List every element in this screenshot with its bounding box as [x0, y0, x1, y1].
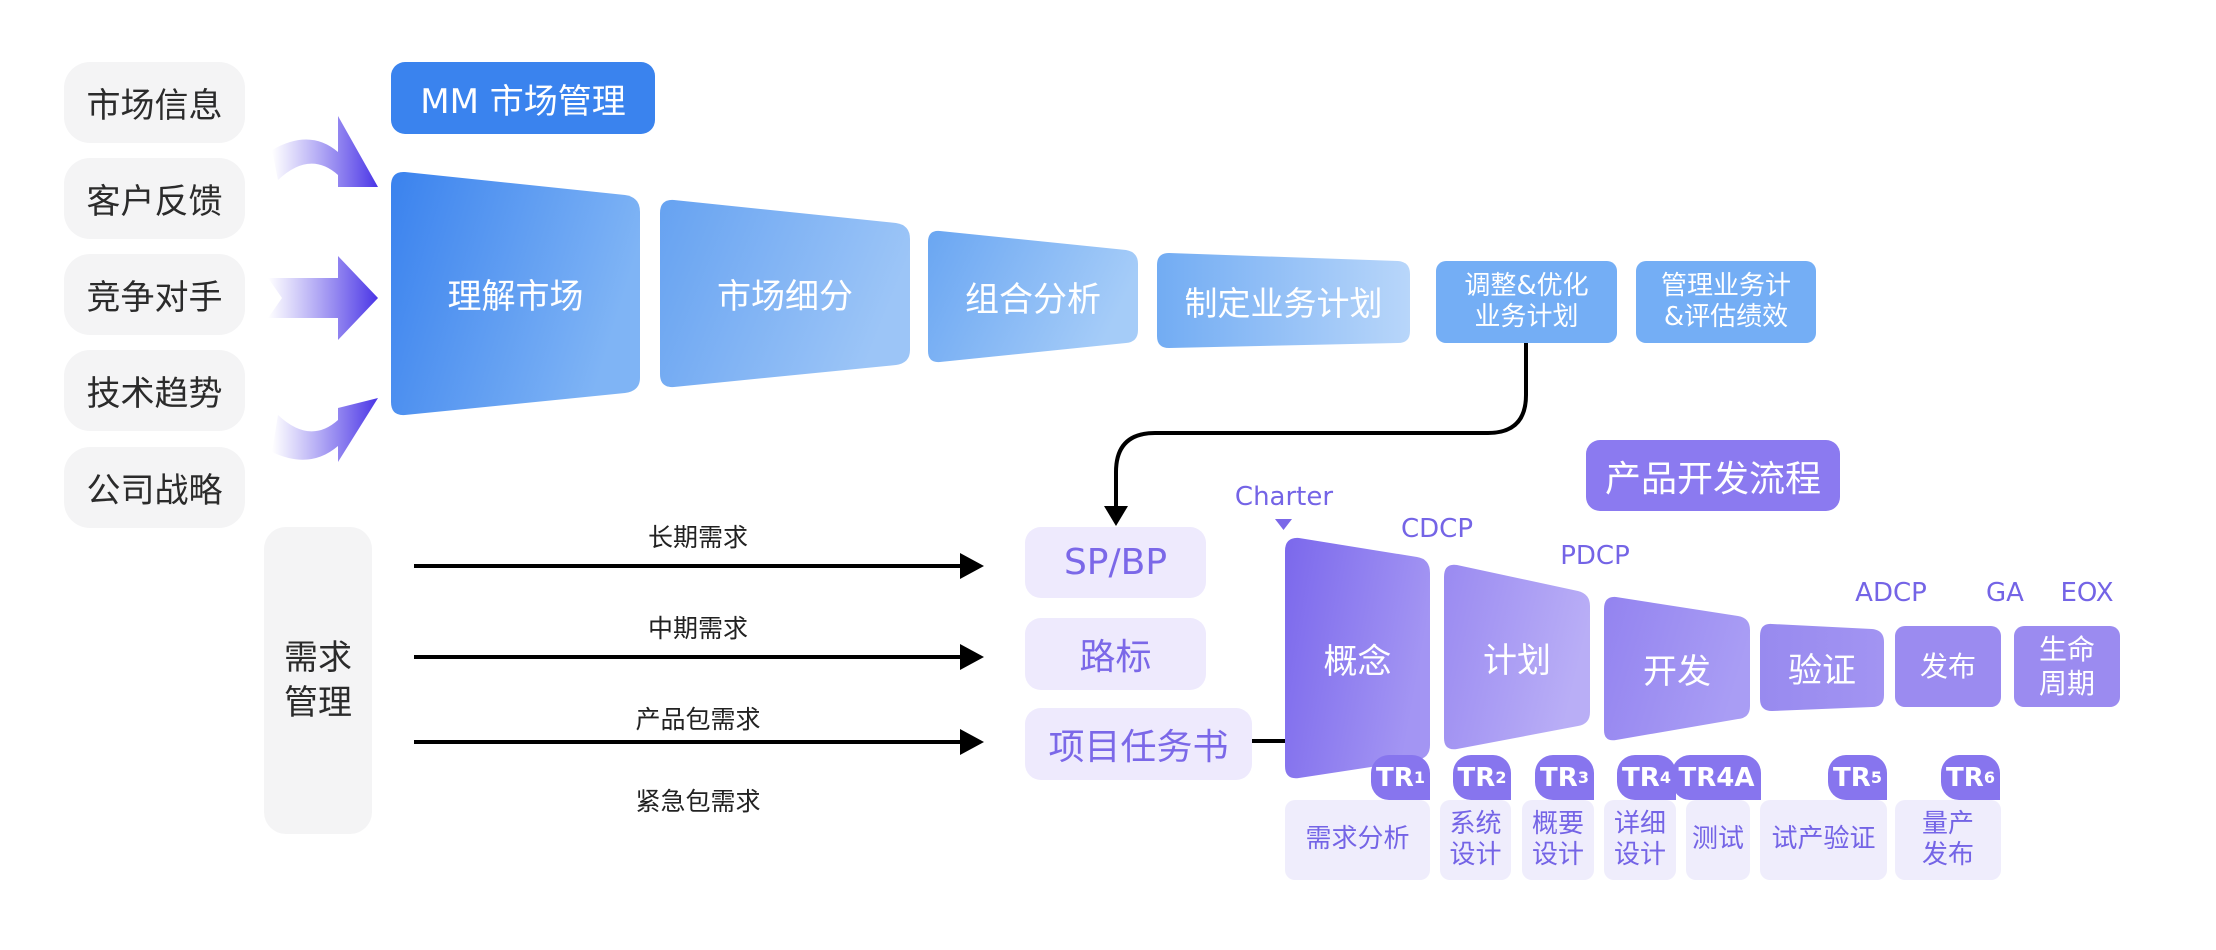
output-project-charter: 项目任务书 — [1025, 708, 1252, 780]
activity-mass-production-release: 量产 发布 — [1895, 800, 2001, 880]
tech-review-badge-4a: TR4A — [1672, 755, 1761, 800]
activity-outline-design: 概要 设计 — [1522, 800, 1594, 880]
charter-marker-icon — [1275, 519, 1292, 530]
activity-detailed-design: 详细 设计 — [1604, 800, 1676, 880]
mm-manage-evaluate: 管理业务计 &评估绩效 — [1636, 261, 1816, 343]
mm-stage-shape-2 — [660, 199, 910, 388]
input-tech-trends: 技术趋势 — [64, 350, 245, 431]
pd-stage-shape-2 — [1444, 564, 1590, 750]
mm-stage-shape-1 — [391, 171, 640, 416]
activity-system-design: 系统 设计 — [1440, 800, 1511, 880]
mm-adjust-optimize-plan: 调整&优化 业务计划 — [1436, 261, 1617, 343]
demand-management-box: 需求 管理 — [264, 527, 372, 834]
connector-line — [1114, 343, 1528, 508]
input-customer-feedback: 客户反馈 — [64, 158, 245, 239]
gate-adcp: ADCP — [1855, 578, 1927, 608]
mm-stage-shape-3 — [928, 230, 1138, 363]
pd-stage-shape-1 — [1285, 537, 1430, 779]
demand-arrow-package — [414, 729, 984, 755]
pd-stage-shape-3 — [1604, 596, 1750, 741]
output-sp-bp: SP/BP — [1025, 527, 1206, 598]
input-arrow-top — [272, 116, 378, 187]
demand-arrow-mid — [414, 644, 984, 670]
demand-mid-term-label: 中期需求 — [647, 614, 748, 643]
gate-charter: Charter — [1234, 482, 1334, 512]
pd-stage-shape-4 — [1760, 623, 1884, 711]
mm-title: MM 市场管理 — [391, 62, 655, 134]
pd-release: 发布 — [1895, 626, 2001, 707]
input-market-info: 市场信息 — [64, 62, 245, 143]
activity-testing: 测试 — [1686, 800, 1750, 880]
gate-pdcp: PDCP — [1560, 541, 1630, 571]
connector-arrowhead — [1104, 506, 1128, 526]
activity-requirement-analysis: 需求分析 — [1285, 800, 1430, 880]
demand-package-label: 产品包需求 — [635, 705, 761, 734]
input-arrow-middle — [268, 256, 378, 340]
mm-stage-shape-4 — [1157, 253, 1410, 348]
demand-urgent-label: 紧急包需求 — [635, 787, 761, 816]
pd-title: 产品开发流程 — [1586, 440, 1840, 511]
input-arrow-bottom — [272, 398, 378, 462]
gate-cdcp: CDCP — [1400, 514, 1473, 544]
gate-ga: GA — [1986, 578, 2024, 608]
input-competitors: 竞争对手 — [64, 254, 245, 335]
activity-pilot-verification: 试产验证 — [1760, 800, 1887, 880]
output-roadmap: 路标 — [1025, 618, 1206, 690]
gate-eox: EOX — [2060, 578, 2114, 608]
pd-lifecycle: 生命 周期 — [2014, 626, 2120, 707]
demand-arrow-long — [414, 553, 984, 579]
demand-long-term-label: 长期需求 — [647, 523, 748, 552]
input-company-strategy: 公司战略 — [64, 447, 245, 528]
